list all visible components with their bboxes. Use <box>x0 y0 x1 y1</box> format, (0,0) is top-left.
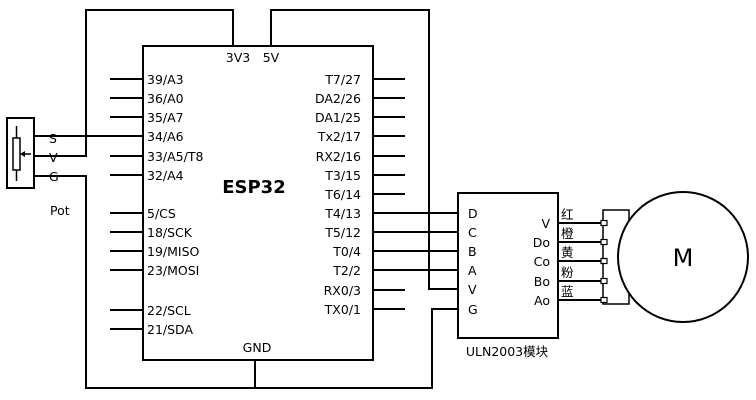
wire-color-label: 红 <box>561 207 574 222</box>
esp32-left-pin-33-a5-t8: 33/A5/T8 <box>147 149 203 164</box>
motor-wires <box>558 219 608 304</box>
esp32-left-pin-23-mosi: 23/MOSI <box>147 263 199 278</box>
esp32-left-pin-36-a0: 36/A0 <box>147 91 184 106</box>
esp32-name: ESP32 <box>222 177 286 198</box>
esp32-left-pin-35-a7: 35/A7 <box>147 110 184 125</box>
uln2003-input-g: G <box>468 302 478 317</box>
esp32-right-pin-tx2-17: Tx2/17 <box>317 129 361 144</box>
uln2003-input-d: D <box>468 206 478 221</box>
pot-resistor-element <box>12 137 21 171</box>
esp32-right-pin-tx0-1: TX0/1 <box>324 302 361 317</box>
wire-color-label: 蓝 <box>561 284 574 299</box>
esp32-left-pin-21-sda: 21/SDA <box>147 322 193 337</box>
motor-label: M <box>673 244 694 272</box>
esp32-right-pin-t0-4: T0/4 <box>332 244 361 259</box>
motor-terminal-pin <box>600 277 608 285</box>
esp32-right-pin-labels: T7/27DA2/26DA1/25Tx2/17RX2/16T3/15T6/14T… <box>315 72 361 317</box>
pot-pin-s: S <box>49 131 57 146</box>
uln2003-input-a: A <box>468 263 477 278</box>
uln2003-output-v: V <box>541 216 550 231</box>
wire-gnd-to-uln-g <box>255 308 458 389</box>
esp32-right-pin-t3-15: T3/15 <box>324 168 361 183</box>
esp32-left-pin-stubs <box>110 78 143 330</box>
esp32-right-pin-t5-12: T5/12 <box>324 225 361 240</box>
uln2003-output-bo: Bo <box>534 274 550 289</box>
esp32-board <box>142 45 374 361</box>
esp32-left-pin-5-cs: 5/CS <box>147 206 176 221</box>
wire-5v-to-uln-v <box>270 9 458 290</box>
pot-body <box>6 117 35 189</box>
motor-terminal-pin <box>600 238 608 246</box>
esp32-left-pin-32-a4: 32/A4 <box>147 168 184 183</box>
uln2003-output-co: Co <box>534 254 550 269</box>
esp32-right-pin-stubs <box>373 78 405 310</box>
esp32-right-pin-da2-26: DA2/26 <box>315 91 361 106</box>
uln2003-output-ao: Ao <box>534 293 550 308</box>
motor-terminal-pin <box>600 219 608 227</box>
uln2003-name: ULN2003模块 <box>466 344 549 359</box>
esp32-right-pin-t2-2: T2/2 <box>332 263 361 278</box>
wire-color-label: 橙 <box>561 226 574 241</box>
esp32-left-pin-19-miso: 19/MISO <box>147 244 200 259</box>
esp32-left-pin-34-a6: 34/A6 <box>147 129 184 144</box>
esp32-left-pin-labels: 39/A3 36/A0 35/A7 34/A6 33/A5/T8 32/A4 5/CS 18/… <box>147 72 203 337</box>
esp32-left-pin-22-scl: 22/SCL <box>147 303 191 318</box>
esp32-right-pin-t6-14: T6/14 <box>324 187 361 202</box>
esp32-left-pin-39-a3: 39/A3 <box>147 72 184 87</box>
wire-color-label: 黄 <box>561 245 574 260</box>
uln2003-input-v: V <box>468 282 477 297</box>
esp32-pin-gnd: GND <box>243 340 272 355</box>
esp32-right-pin-t7-27: T7/27 <box>324 72 361 87</box>
esp32-right-pin-rx0-3: RX0/3 <box>324 283 361 298</box>
uln2003-input-b: B <box>468 244 477 259</box>
esp32-left-pin-18-sck: 18/SCK <box>147 225 193 240</box>
esp32-pin-5v: 5V <box>263 50 280 65</box>
motor-terminal-pin <box>600 257 608 265</box>
uln2003-output-do: Do <box>533 235 550 250</box>
esp32-right-pin-rx2-16: RX2/16 <box>316 149 361 164</box>
wire-color-label: 粉 <box>561 265 574 280</box>
esp32-right-pin-t4-13: T4/13 <box>324 206 361 221</box>
stepper-motor <box>617 191 749 323</box>
wire-3v3-to-pot-v <box>34 9 234 157</box>
motor-terminal-pin <box>600 296 608 304</box>
pot-pin-v: V <box>49 150 58 165</box>
wire-gnd-to-pot-g-and-uln-g <box>34 175 256 389</box>
esp32-pin-3v3: 3V3 <box>226 50 250 65</box>
esp32-right-pin-da1-25: DA1/25 <box>315 110 361 125</box>
pot-name: Pot <box>50 203 70 218</box>
uln2003-module <box>457 192 559 339</box>
uln2003-input-c: C <box>468 225 477 240</box>
pot-wiper-arrowhead <box>20 151 25 157</box>
